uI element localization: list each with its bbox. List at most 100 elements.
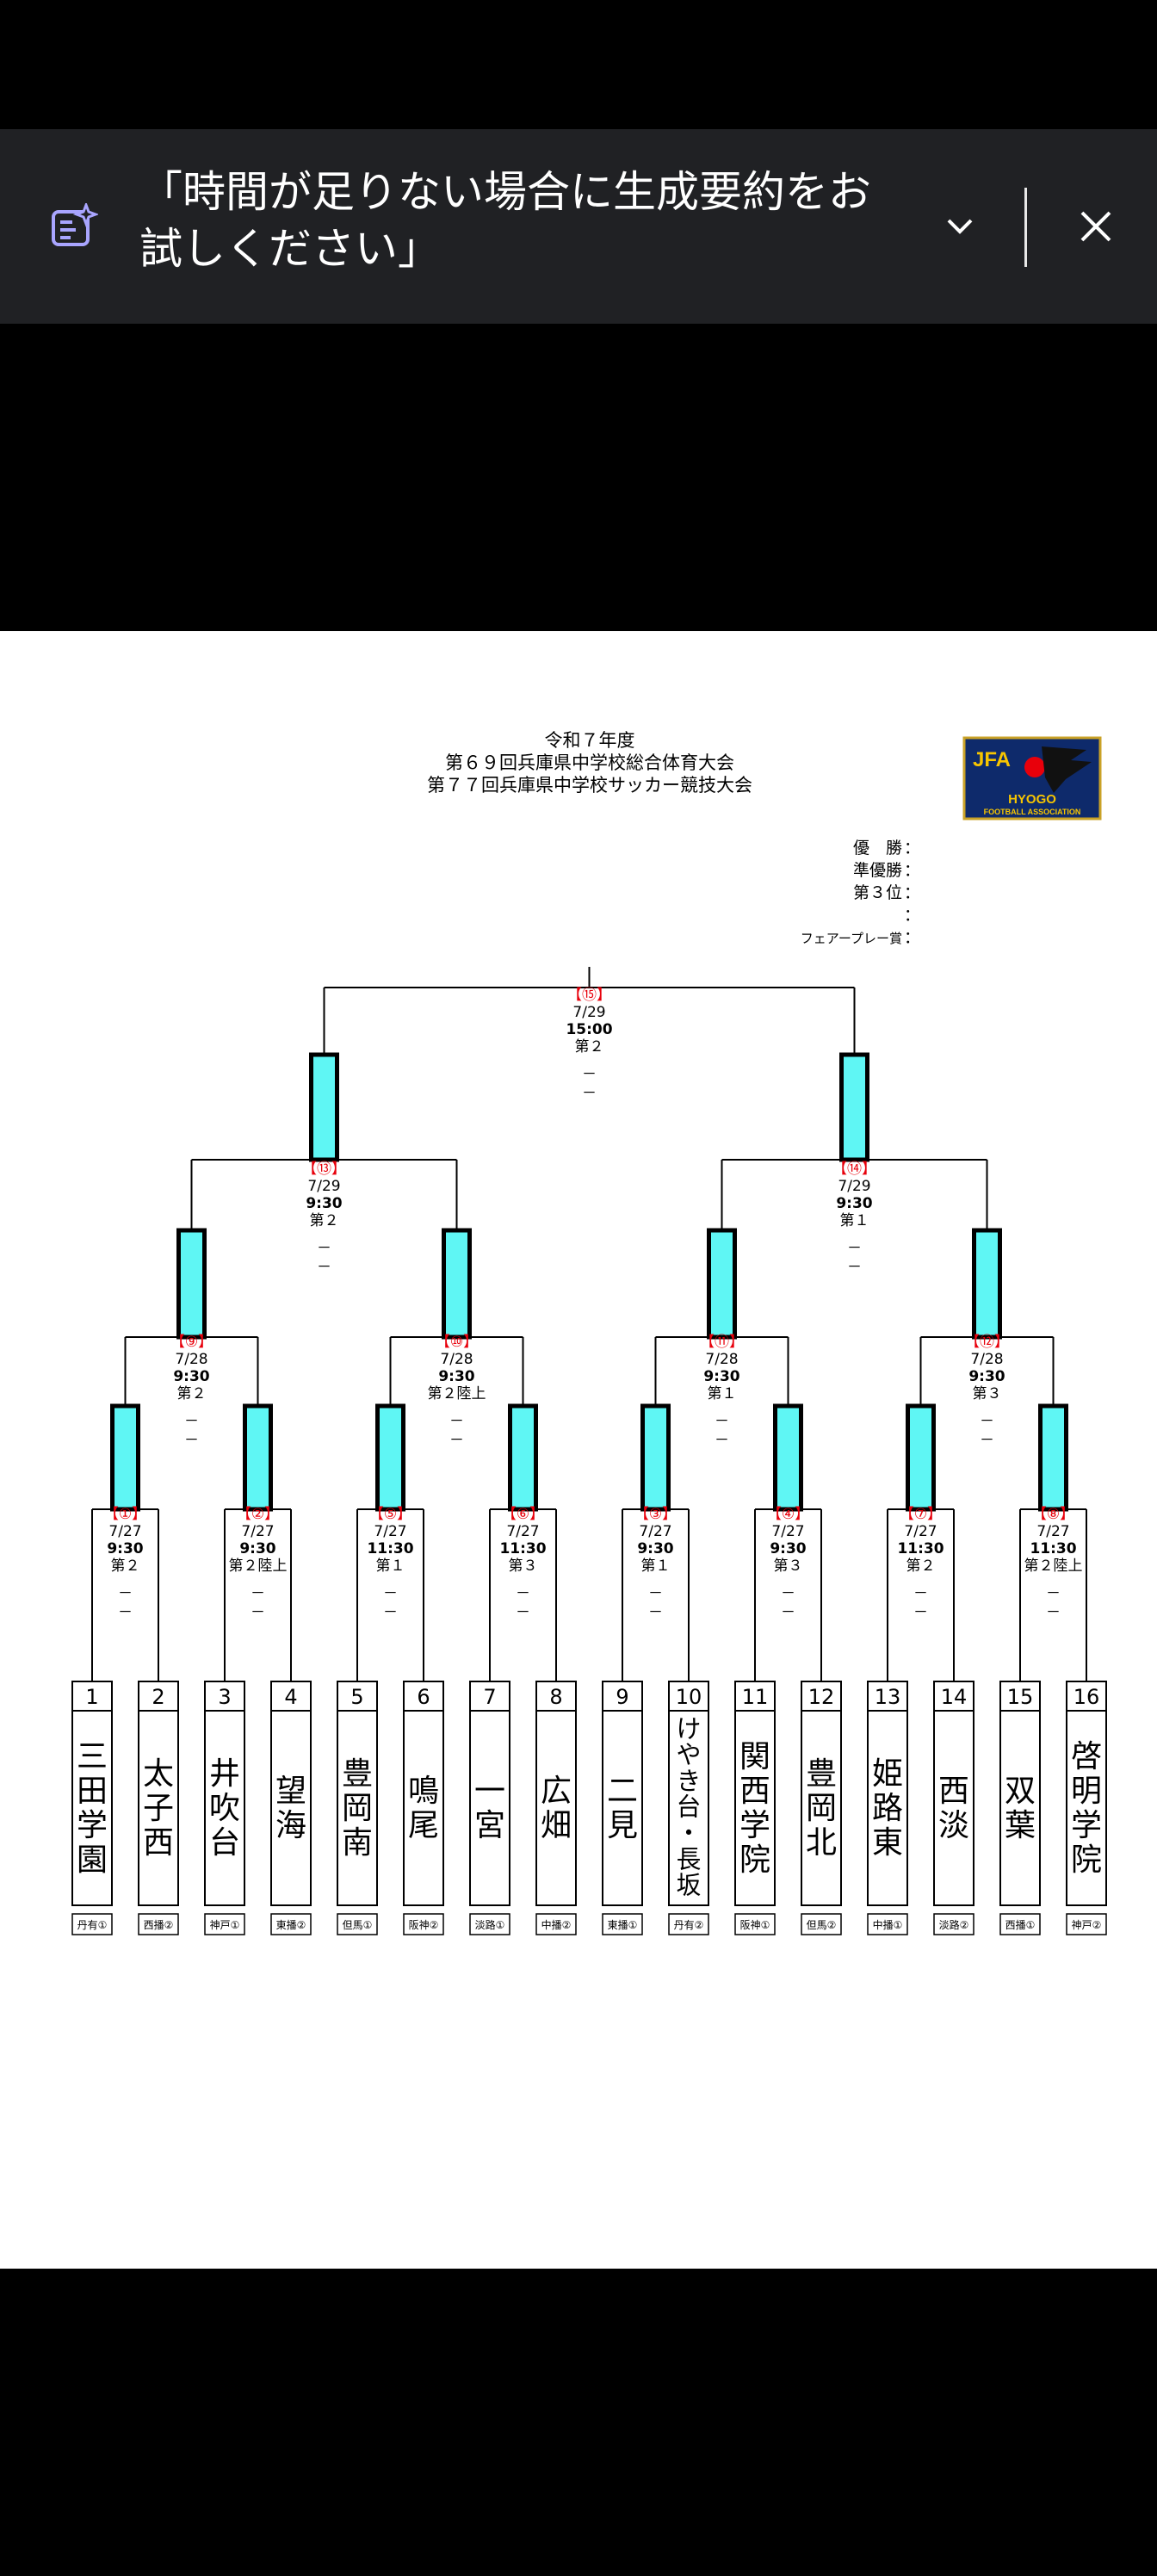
r3-winner-slot[interactable] bbox=[309, 1052, 339, 1162]
team-region: 丹有② bbox=[674, 1919, 704, 1931]
banner-line-1: 「時間が足りない場合に生成要約をお bbox=[139, 167, 871, 217]
match-venue: 第２陸上 bbox=[1024, 1557, 1083, 1575]
r1-winner-slot[interactable] bbox=[243, 1403, 273, 1512]
team-box[interactable] bbox=[867, 1681, 908, 1906]
match-number: 【⑬】 bbox=[302, 1161, 346, 1178]
team-box[interactable] bbox=[403, 1681, 444, 1906]
team-box[interactable] bbox=[734, 1681, 776, 1906]
result-colon: ： bbox=[904, 839, 920, 858]
match-venue: 第１ bbox=[641, 1557, 671, 1575]
match-score-1: － bbox=[980, 1413, 994, 1430]
match-venue: 第２陸上 bbox=[229, 1557, 288, 1575]
team-number: 3 bbox=[218, 1685, 231, 1709]
r2-winner-slot[interactable] bbox=[442, 1228, 472, 1340]
team-name-char: 路 bbox=[872, 1791, 903, 1826]
match-time: 9:30 bbox=[107, 1540, 143, 1557]
match-time: 15:00 bbox=[566, 1021, 612, 1038]
team-name-char: 坂 bbox=[677, 1871, 702, 1900]
match-score-2: － bbox=[251, 1604, 265, 1621]
team-box[interactable] bbox=[1066, 1681, 1107, 1906]
team-box[interactable] bbox=[933, 1681, 974, 1906]
match-date: 7/28 bbox=[175, 1351, 207, 1368]
team-box[interactable] bbox=[999, 1681, 1041, 1906]
match-date: 7/29 bbox=[572, 1004, 605, 1021]
r1-winner-slot[interactable] bbox=[640, 1403, 671, 1512]
match-score-2: － bbox=[847, 1259, 862, 1276]
result-label: 優 勝 bbox=[853, 839, 902, 858]
close-icon[interactable] bbox=[1074, 205, 1117, 248]
r1-winner-slot[interactable] bbox=[773, 1403, 803, 1512]
team-name-char: 双 bbox=[1005, 1774, 1036, 1809]
team-box[interactable] bbox=[71, 1681, 113, 1906]
match-time: 9:30 bbox=[438, 1368, 474, 1385]
match-score-2: － bbox=[980, 1432, 994, 1449]
r1-winner-slot[interactable] bbox=[110, 1403, 140, 1512]
team-box[interactable] bbox=[469, 1681, 510, 1906]
team-box[interactable] bbox=[801, 1681, 842, 1906]
chevron-down-icon[interactable] bbox=[938, 205, 981, 248]
team-number: 2 bbox=[152, 1685, 164, 1709]
team-name-char: 院 bbox=[1071, 1842, 1102, 1878]
r1-winner-slot[interactable] bbox=[508, 1403, 538, 1512]
match-score-2: － bbox=[781, 1604, 795, 1621]
team-box[interactable] bbox=[204, 1681, 245, 1906]
r2-winner-slot[interactable] bbox=[972, 1228, 1002, 1340]
team-region: 阪神① bbox=[740, 1919, 770, 1931]
match-date: 7/27 bbox=[506, 1523, 539, 1540]
match-number: 【②】 bbox=[237, 1506, 279, 1523]
team-name-char: 園 bbox=[77, 1842, 108, 1878]
match-score-1: － bbox=[1046, 1585, 1061, 1602]
team-box[interactable] bbox=[668, 1681, 709, 1906]
r2-winner-slot[interactable] bbox=[176, 1228, 207, 1340]
team-name-char: 畑 bbox=[541, 1808, 572, 1843]
match-score-1: － bbox=[449, 1413, 464, 1430]
team-region: 丹有① bbox=[77, 1919, 108, 1931]
r1-winner-slot[interactable] bbox=[906, 1403, 936, 1512]
team-box[interactable] bbox=[535, 1681, 577, 1906]
match-time: 9:30 bbox=[968, 1368, 1005, 1385]
match-time: 11:30 bbox=[499, 1540, 546, 1557]
team-number: 14 bbox=[941, 1685, 968, 1709]
banner-line-2: 試しください」 bbox=[139, 224, 441, 274]
match-score-2: － bbox=[516, 1604, 530, 1621]
team-box[interactable] bbox=[138, 1681, 179, 1906]
team-number: 15 bbox=[1007, 1685, 1034, 1709]
banner-divider bbox=[1024, 188, 1027, 267]
team-region: 阪神② bbox=[409, 1919, 439, 1931]
team-name-char: 西 bbox=[739, 1774, 770, 1809]
team-region-box bbox=[933, 1913, 974, 1935]
team-name-char: や bbox=[677, 1740, 702, 1769]
match-date: 7/27 bbox=[639, 1523, 671, 1540]
match-time: 9:30 bbox=[836, 1195, 872, 1212]
team-box[interactable] bbox=[337, 1681, 378, 1906]
team-name-char: 岡 bbox=[342, 1791, 373, 1826]
match-date: 7/27 bbox=[1036, 1523, 1069, 1540]
team-box[interactable] bbox=[270, 1681, 312, 1906]
match-number: 【⑮】 bbox=[567, 987, 611, 1004]
r3-winner-slot[interactable] bbox=[839, 1052, 869, 1162]
match-score-1: － bbox=[648, 1585, 663, 1602]
match-date: 7/27 bbox=[108, 1523, 141, 1540]
team-name-char: 東 bbox=[872, 1825, 903, 1861]
match-time: 9:30 bbox=[173, 1368, 209, 1385]
r1-winner-slot[interactable] bbox=[375, 1403, 405, 1512]
team-name-char: 淡 bbox=[938, 1808, 969, 1843]
title-soccer: 第７７回兵庫県中学校サッカー競技大会 bbox=[427, 775, 752, 796]
team-name-char: 井 bbox=[209, 1756, 240, 1792]
r1-winner-slot[interactable] bbox=[1038, 1403, 1068, 1512]
match-venue: 第１ bbox=[708, 1385, 737, 1403]
team-name-char: 学 bbox=[77, 1808, 108, 1843]
team-number: 16 bbox=[1073, 1685, 1100, 1709]
r2-winner-slot[interactable] bbox=[707, 1228, 737, 1340]
team-box[interactable] bbox=[602, 1681, 643, 1906]
